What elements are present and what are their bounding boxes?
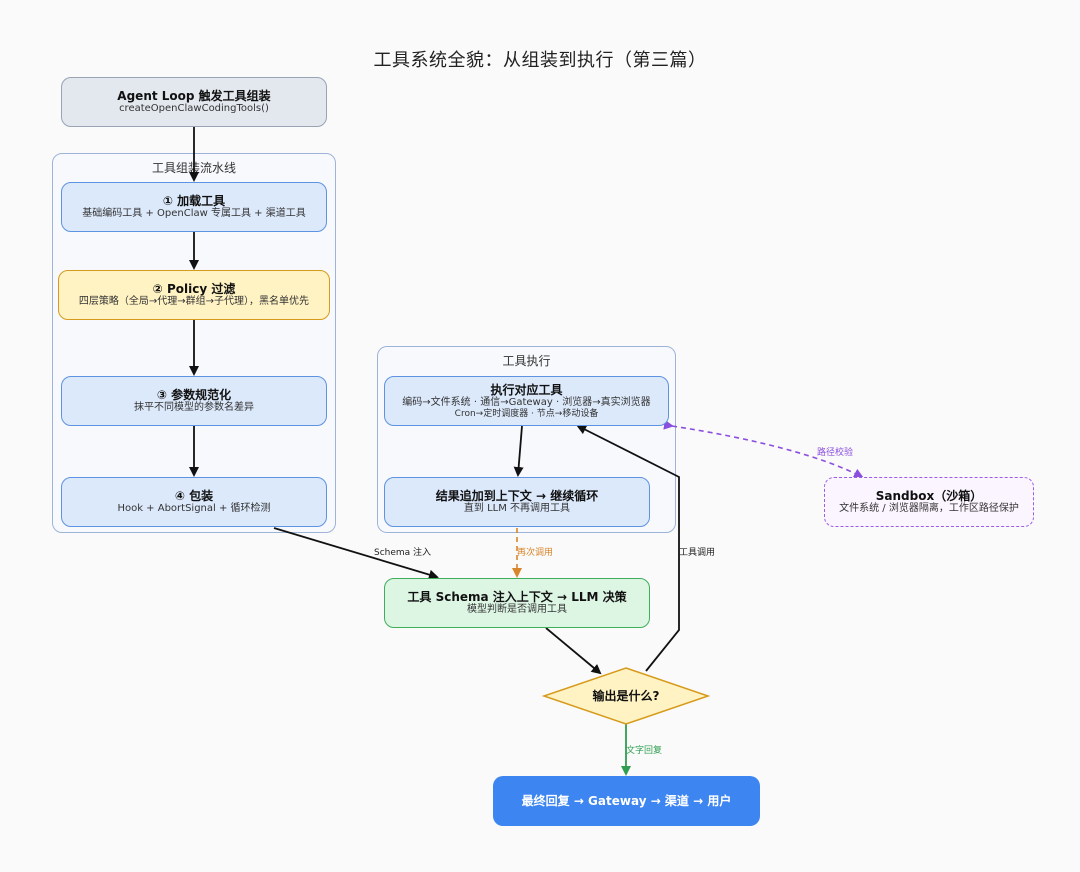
schema-inject-subtitle: 模型判断是否调用工具 bbox=[467, 604, 567, 615]
normalize-params-title: ③ 参数规范化 bbox=[156, 388, 232, 402]
policy-filter-subtitle: 四层策略（全局→代理→群组→子代理），黑名单优先 bbox=[78, 296, 310, 307]
decision-diamond-shape bbox=[541, 667, 711, 725]
wrap-node: ④ 包装 Hook + AbortSignal + 循环检测 bbox=[61, 477, 327, 527]
decision-node: 输出是什么? bbox=[566, 684, 686, 708]
load-tools-subtitle: 基础编码工具 + OpenClaw 专属工具 + 渠道工具 bbox=[82, 208, 306, 219]
edge-wrap-to-schema bbox=[273, 527, 439, 580]
schema-inject-title: 工具 Schema 注入上下文 → LLM 决策 bbox=[407, 590, 627, 604]
edge-label-schema-inject: Schema 注入 bbox=[374, 548, 432, 558]
edge-label-text-reply: 文字回复 bbox=[626, 746, 663, 756]
edge-exec-sandbox-check bbox=[663, 419, 864, 478]
sandbox-node: Sandbox（沙箱） 文件系统 / 浏览器隔离，工作区路径保护 bbox=[824, 477, 1034, 527]
tool-execution-label: 工具执行 bbox=[502, 354, 551, 368]
execute-tool-line1: 编码→文件系统 · 通信→Gateway · 浏览器→真实浏览器 bbox=[402, 396, 651, 408]
policy-filter-title: ② Policy 过滤 bbox=[152, 282, 236, 296]
load-tools-title: ① 加载工具 bbox=[162, 194, 226, 208]
final-reply-node: 最终回复 → Gateway → 渠道 → 用户 bbox=[493, 776, 760, 826]
execute-tool-title: 执行对应工具 bbox=[490, 382, 563, 397]
wrap-title: ④ 包装 bbox=[174, 489, 214, 503]
decision-title: 输出是什么? bbox=[592, 689, 660, 703]
sandbox-subtitle: 文件系统 / 浏览器隔离，工作区路径保护 bbox=[839, 503, 1019, 514]
edge-label-call-again: 再次调用 bbox=[517, 548, 554, 558]
page-title: 工具系统全貌：从组装到执行（第三篇） bbox=[373, 50, 707, 71]
edge-decision-to-exec bbox=[576, 425, 680, 672]
schema-inject-node: 工具 Schema 注入上下文 → LLM 决策 模型判断是否调用工具 bbox=[384, 578, 650, 628]
load-tools-node: ① 加载工具 基础编码工具 + OpenClaw 专属工具 + 渠道工具 bbox=[61, 182, 327, 232]
append-result-title: 结果追加到上下文 → 继续循环 bbox=[435, 489, 599, 503]
edge-exec-to-append bbox=[513, 425, 524, 477]
final-reply-title: 最终回复 → Gateway → 渠道 → 用户 bbox=[521, 794, 732, 808]
edge-label-path-check: 路径校验 bbox=[817, 448, 854, 458]
agent-loop-subtitle: createOpenClawCodingTools() bbox=[119, 103, 269, 114]
agent-loop-title: Agent Loop 触发工具组装 bbox=[117, 89, 271, 103]
append-result-node: 结果追加到上下文 → 继续循环 直到 LLM 不再调用工具 bbox=[384, 477, 650, 527]
append-result-subtitle: 直到 LLM 不再调用工具 bbox=[463, 503, 571, 514]
policy-filter-node: ② Policy 过滤 四层策略（全局→代理→群组→子代理），黑名单优先 bbox=[58, 270, 330, 320]
edge-schema-to-decision bbox=[545, 627, 602, 675]
normalize-params-node: ③ 参数规范化 抹平不同模型的参数名差异 bbox=[61, 376, 327, 426]
wrap-subtitle: Hook + AbortSignal + 循环检测 bbox=[117, 503, 271, 514]
edge-label-tool-call: 工具调用 bbox=[679, 548, 716, 558]
sandbox-title: Sandbox（沙箱） bbox=[875, 489, 983, 503]
execute-tool-line2: Cron→定时调度器 · 节点→移动设备 bbox=[454, 408, 599, 419]
agent-loop-node: Agent Loop 触发工具组装 createOpenClawCodingTo… bbox=[61, 77, 327, 127]
execute-tool-node: 执行对应工具 编码→文件系统 · 通信→Gateway · 浏览器→真实浏览器 … bbox=[384, 376, 669, 426]
normalize-params-subtitle: 抹平不同模型的参数名差异 bbox=[134, 402, 254, 413]
